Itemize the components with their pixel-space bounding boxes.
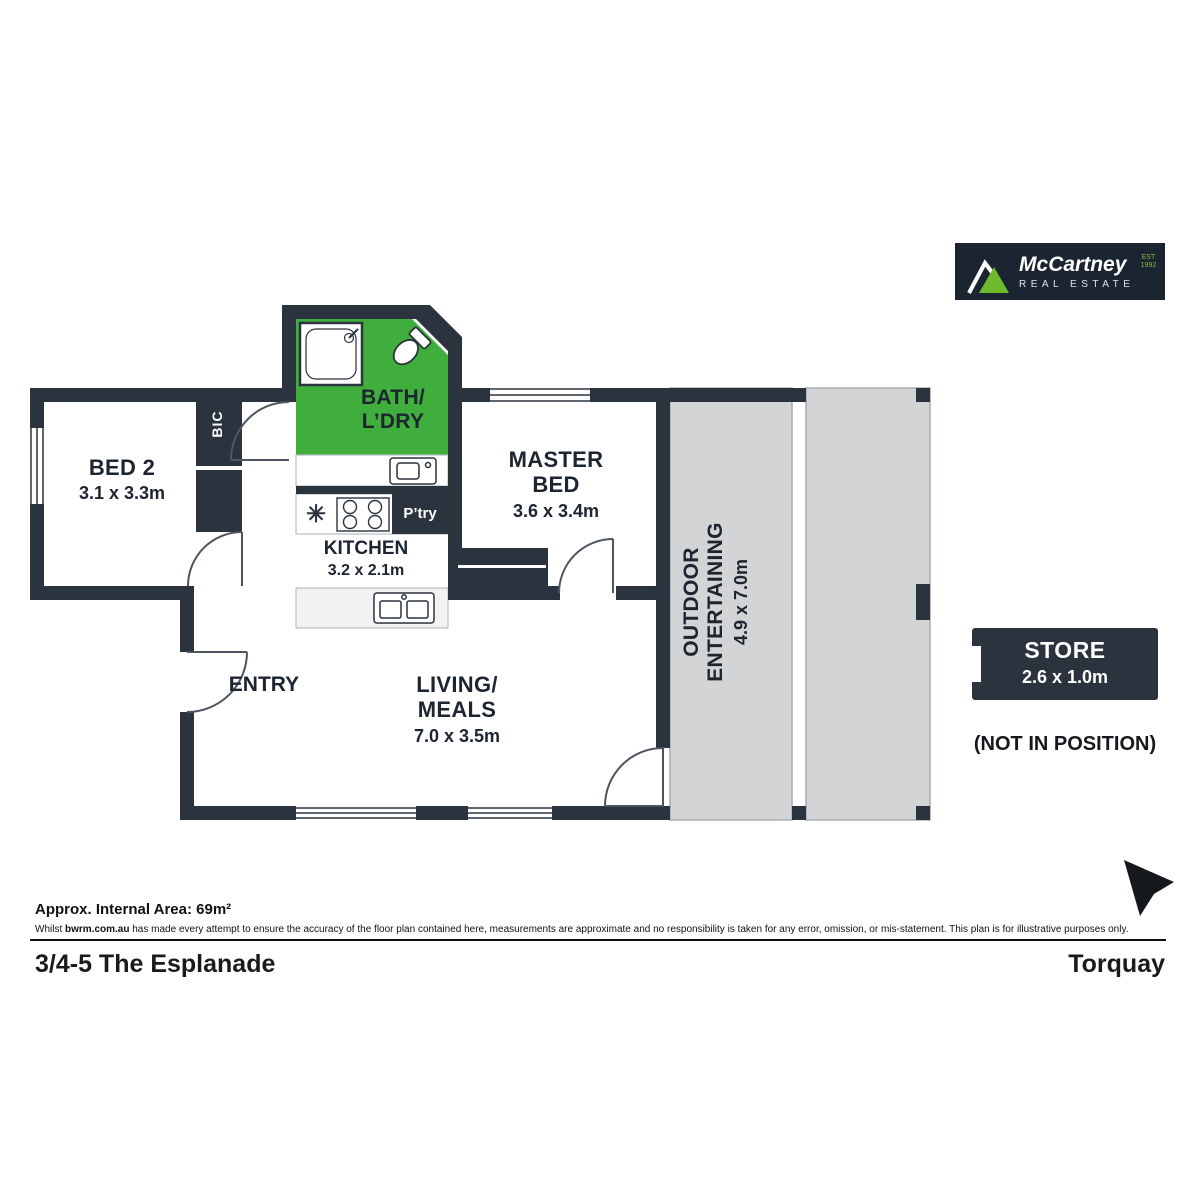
kitchen-sink-icon (373, 592, 435, 624)
store-note: (NOT IN POSITION) (973, 733, 1157, 755)
disclaimer-part2: has made every attempt to ensure the acc… (129, 924, 1129, 935)
logo-name-prefix: Mc (1019, 252, 1049, 276)
windows (28, 386, 590, 822)
bath-label: BATH/ L’DRY (360, 386, 426, 434)
dishwasher-symbol: ✳ (306, 501, 327, 528)
wardrobe-shelf-line (458, 565, 546, 568)
mountain-logo-icon (967, 258, 1009, 294)
store-dims: 2.6 x 1.0m (1021, 667, 1109, 687)
store-door-gap (972, 646, 981, 682)
property-address: 3/4-5 The Esplanade (35, 950, 276, 978)
bed2-label: BED 2 3.1 x 3.3m (78, 455, 166, 504)
north-arrow-icon (1124, 860, 1174, 916)
store-box: STORE 2.6 x 1.0m (972, 628, 1158, 700)
logo-name-suffix: Cartney (1048, 252, 1127, 276)
disclaimer-part1: Whilst (35, 924, 65, 935)
disclaimer-text: Whilst bwrm.com.au has made every attemp… (35, 924, 1128, 935)
store-label: STORE (1024, 637, 1106, 663)
outdoor-label: OUTDOOR ENTERTAINING 4.9 x 7.0m (680, 522, 752, 682)
entry-label: ENTRY (228, 673, 300, 696)
agency-logo: McCartney REAL ESTATE EST 1992 (955, 243, 1165, 300)
property-locality: Torquay (1068, 950, 1165, 978)
disclaimer-site: bwrm.com.au (65, 924, 130, 935)
logo-est-badge: EST 1992 (1140, 253, 1157, 269)
outdoor-area (669, 387, 931, 821)
shower-icon (298, 321, 364, 387)
agency-logo-text: McCartney REAL ESTATE EST 1992 (1019, 252, 1156, 290)
laundry-sink-icon (389, 457, 437, 485)
door-arcs (186, 401, 664, 807)
logo-tagline: REAL ESTATE (1019, 278, 1135, 290)
toilet-icon (392, 326, 432, 366)
internal-area-note: Approx. Internal Area: 69m² (35, 901, 232, 918)
pantry-label: P’try (403, 505, 437, 522)
living-meals-label: LIVING/ MEALS 7.0 x 3.5m (413, 672, 501, 746)
kitchen-label: KITCHEN 3.2 x 2.1m (323, 538, 409, 579)
master-bed-label: MASTER BED 3.6 x 3.4m (508, 447, 604, 521)
walls (30, 305, 930, 820)
stove-icon (336, 497, 390, 532)
bic-label: BIC (209, 410, 225, 438)
footer-divider (30, 939, 1166, 941)
